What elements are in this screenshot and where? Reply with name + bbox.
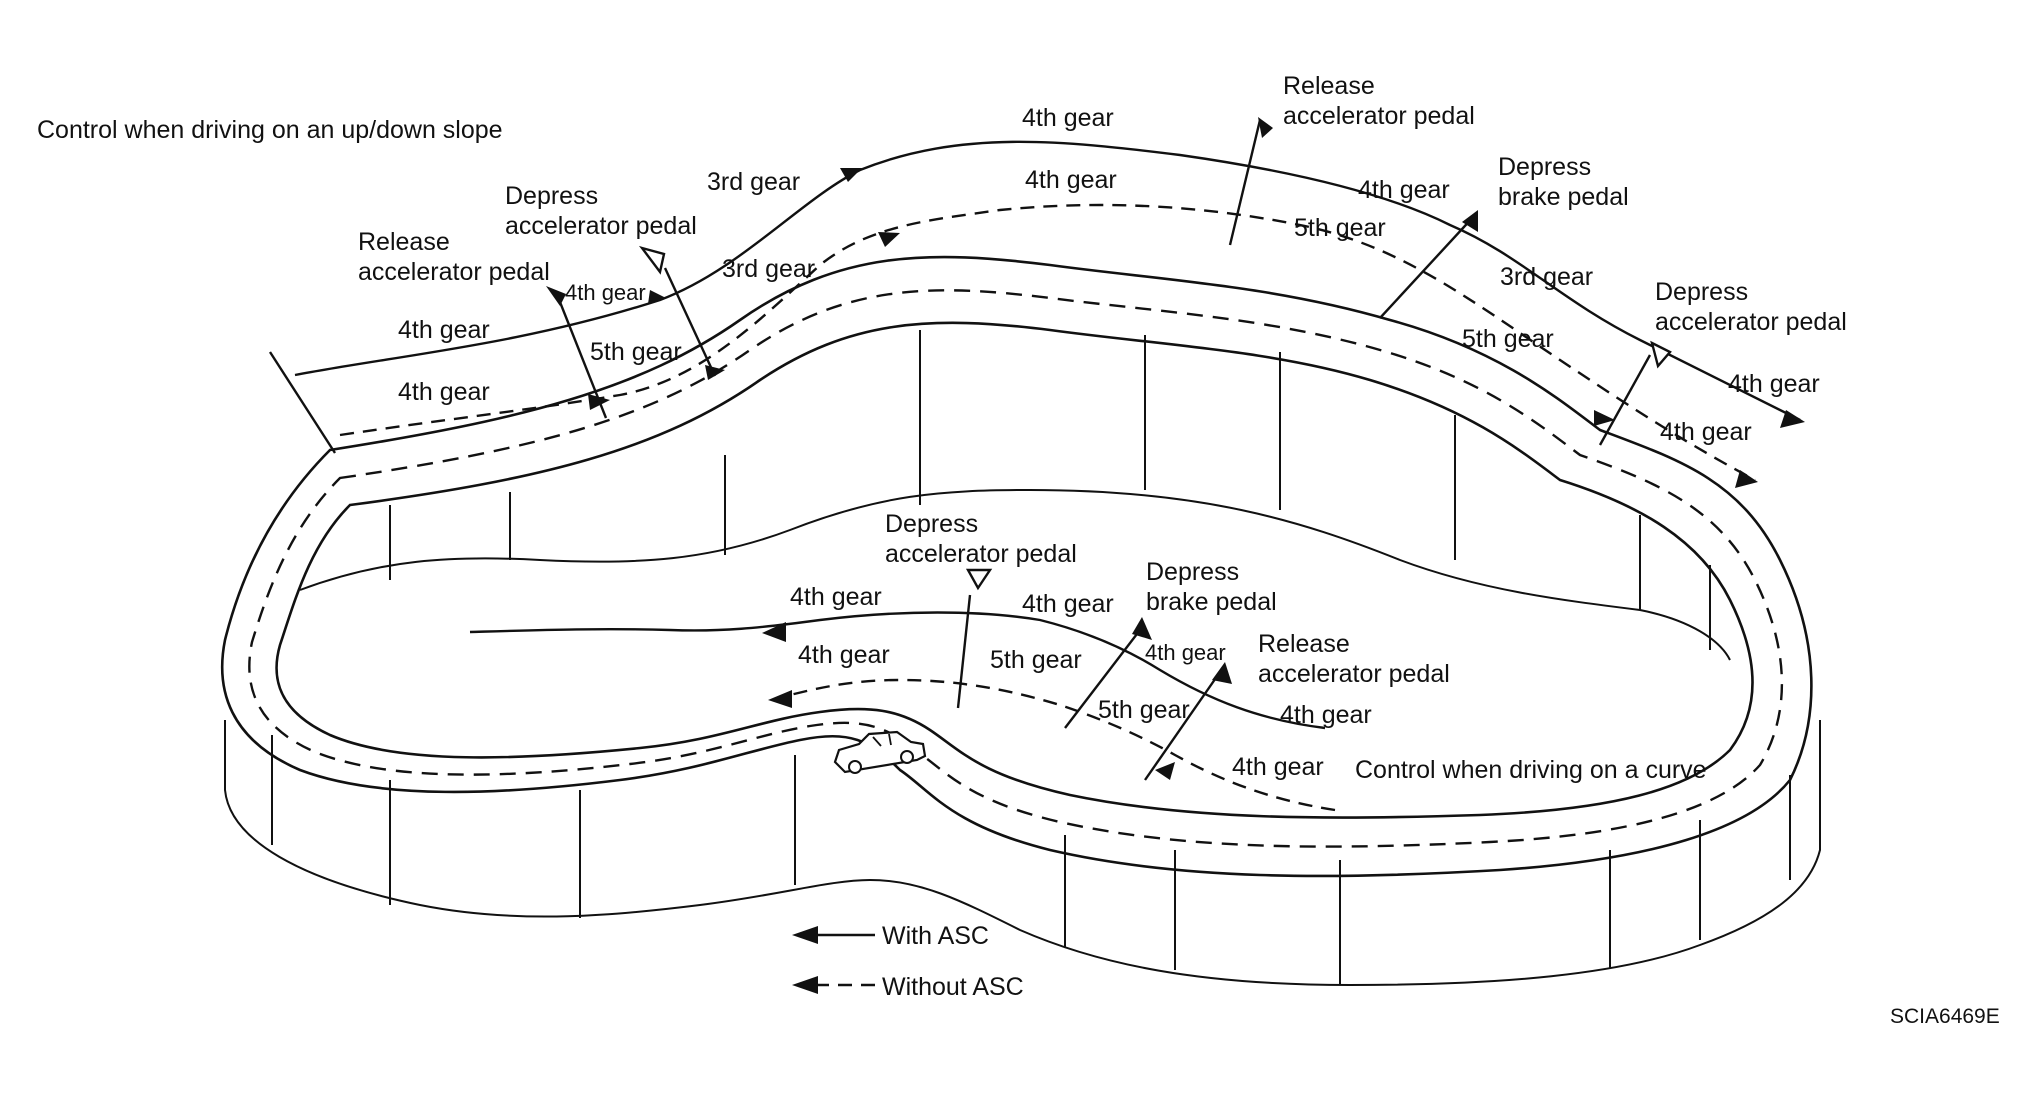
curve-label-4th-mid: 4th gear [1022,590,1114,618]
slope-label-4th-start: 4th gear [398,316,490,344]
wall-segment-lines [271,330,1791,985]
slope-label-depress-right: Depress accelerator pedal [1655,278,1847,336]
slope-marker-depress-left [663,267,717,377]
slope-depress-brake-line2: brake pedal [1498,183,1629,211]
track-inner-edge [275,321,1754,819]
curve-arrowhead-without-asc [768,690,792,708]
curve-label-depress-acc: Depress accelerator pedal [885,510,1077,568]
slope-depress-left-line2: accelerator pedal [505,212,697,240]
curve-release-acc-line2: accelerator pedal [1258,660,1450,688]
slope-depress-right-line2: accelerator pedal [1655,308,1847,336]
slope-arrowhead-without-asc [1735,470,1758,488]
slope-depress-right-line1: Depress [1655,278,1748,306]
slope-label-4th-small: 4th gear [565,280,646,305]
slope-label-3rd-lower: 3rd gear [722,255,815,283]
slope-path-without-asc [339,203,1756,482]
slope-label-4th-top: 4th gear [1022,104,1114,132]
curve-marker-depress-brake [1064,629,1141,729]
curve-label-5th-mid: 5th gear [990,646,1082,674]
track-center-line [248,289,1784,848]
slope-label-5th-right2: 5th gear [1462,325,1554,353]
slope-label-4th-right: 4th gear [1358,176,1450,204]
curve-label-5th-right: 5th gear [1098,696,1190,724]
slope-release-left-line1: Release [358,228,450,256]
legend: With ASC Without ASC [792,922,1024,1001]
car-icon [833,730,927,774]
slope-label-5th-right: 5th gear [1294,214,1386,242]
slope-label-4th-far-lower: 4th gear [1660,418,1752,446]
slope-label-5th-left: 5th gear [590,338,682,366]
race-track [221,255,1821,987]
slope-label-depress-brake: Depress brake pedal [1498,153,1629,211]
figure-code: SCIA6469E [1890,1005,2000,1028]
curve-label-4th-left: 4th gear [790,583,882,611]
slope-label-4th-far: 4th gear [1728,370,1820,398]
slope-marker-depress-right [1598,354,1652,446]
curve-section [469,568,1336,812]
curve-label-depress-brake: Depress brake pedal [1146,558,1277,616]
slope-label-3rd-upper: 3rd gear [707,168,800,196]
slope-label-4th-start-lower: 4th gear [398,378,490,406]
curve-label-4th-small: 4th gear [1145,640,1226,665]
slope-release-top-line1: Release [1283,72,1375,100]
legend-label-with: With ASC [882,922,989,950]
curve-marker-release-acc [1144,671,1221,781]
track-inner-wall-base [299,488,1731,661]
slope-title: Control when driving on an up/down slope [37,116,503,144]
slope-release-top-line2: accelerator pedal [1283,102,1475,130]
curve-depress-brake-line2: brake pedal [1146,588,1277,616]
curve-depress-acc-line2: accelerator pedal [885,540,1077,568]
slope-depress-left-line1: Depress [505,182,598,210]
open-triangle-marker [638,245,666,275]
curve-label-release-acc: Release accelerator pedal [1258,630,1450,688]
track-outer-edge [221,255,1813,878]
slope-depress-brake-line1: Depress [1498,153,1591,181]
curve-depress-acc-line1: Depress [885,510,978,538]
slope-label-release-left: Release accelerator pedal [358,228,550,286]
slope-release-left-line2: accelerator pedal [358,258,550,286]
curve-arrowhead-with-asc [762,622,786,642]
curve-marker-depress-acc [956,594,972,709]
curve-label-4th-right: 4th gear [1280,701,1372,729]
slope-label-release-top: Release accelerator pedal [1283,72,1475,130]
slope-label-4th-top-lower: 4th gear [1025,166,1117,194]
curve-release-acc-line1: Release [1258,630,1350,658]
slope-label-3rd-right: 3rd gear [1500,263,1593,291]
slope-marker-depress-brake [1379,214,1476,319]
curve-title: Control when driving on a curve [1355,756,1707,784]
slope-label-depress-left: Depress accelerator pedal [505,182,697,240]
curve-label-4th-left-lower: 4th gear [798,641,890,669]
curve-depress-brake-line1: Depress [1146,558,1239,586]
curve-label-4th-right-lower: 4th gear [1232,753,1324,781]
slope-arrowhead-with-asc [1780,410,1805,428]
slope-marker-release-left [554,291,608,419]
slope-marker-release-top [1228,119,1262,246]
curve-path-with-asc [469,611,1326,730]
legend-label-without: Without ASC [882,973,1024,1001]
slope-path-with-asc [294,140,1801,422]
track-wall-base [224,720,1821,987]
slope-section [268,117,1805,488]
